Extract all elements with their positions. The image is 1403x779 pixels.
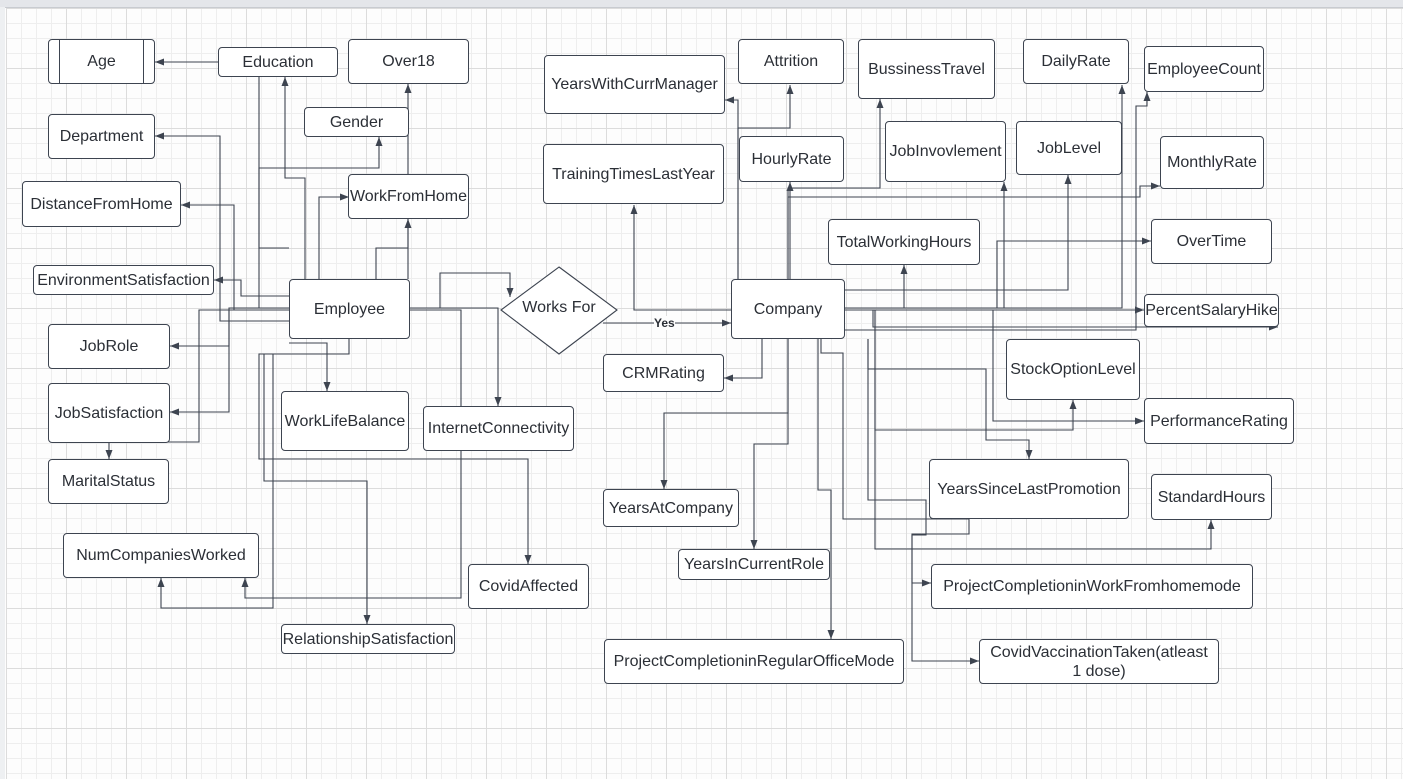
attr-work-life-balance[interactable]: WorkLifeBalance	[281, 391, 409, 451]
attr-percent-salary-hike[interactable]: PercentSalaryHike	[1144, 294, 1279, 327]
works-for-diamond	[500, 266, 618, 355]
edge-performance	[845, 309, 1144, 425]
attr-over18[interactable]: Over18	[348, 39, 469, 84]
edge-wfh-b	[375, 219, 412, 279]
attr-years-at-company[interactable]: YearsAtCompany	[603, 489, 739, 527]
edge-relationship	[263, 339, 371, 624]
entity-employee[interactable]: Employee	[289, 279, 410, 339]
edge-covid-vaccine	[867, 339, 979, 665]
edge-crm	[724, 339, 763, 382]
edge-education	[281, 77, 306, 279]
edge-years-promotion	[867, 339, 1033, 459]
attr-job-role[interactable]: JobRole	[48, 324, 170, 369]
works-for-label: Works For	[522, 299, 596, 316]
edge-worklife	[289, 342, 331, 391]
attr-years-since-last-promotion[interactable]: YearsSinceLastPromotion	[929, 459, 1129, 519]
edge-employee-count	[845, 92, 1151, 331]
edge-job-level	[845, 175, 1072, 291]
attr-job-satisfaction[interactable]: JobSatisfaction	[48, 383, 170, 443]
attr-over-time[interactable]: OverTime	[1151, 219, 1272, 264]
edge-standard-hours	[845, 309, 1215, 550]
attr-training-times-last-year[interactable]: TrainingTimesLastYear	[543, 144, 724, 204]
attr-job-level[interactable]: JobLevel	[1016, 121, 1122, 175]
edge-covid	[258, 353, 532, 564]
edge-department	[155, 132, 289, 322]
edge-numcompanies-b	[241, 309, 462, 599]
attr-department[interactable]: Department	[48, 114, 155, 159]
edge-overtime	[845, 237, 1151, 309]
attr-stock-option-level[interactable]: StockOptionLevel	[1006, 339, 1140, 400]
attr-project-completion-wfh[interactable]: ProjectCompletioninWorkFromhomemode	[931, 564, 1253, 609]
attr-job-involvement[interactable]: JobInvovlement	[885, 121, 1006, 182]
edge-total-working	[845, 265, 908, 309]
attr-covid-affected[interactable]: CovidAffected	[468, 564, 589, 609]
attr-gender[interactable]: Gender	[304, 107, 409, 137]
attr-work-from-home[interactable]: WorkFromHome	[348, 174, 469, 219]
attr-relationship-satisfaction[interactable]: RelationshipSatisfaction	[281, 624, 455, 654]
attr-num-companies-worked[interactable]: NumCompaniesWorked	[63, 533, 259, 578]
attr-total-working-hours[interactable]: TotalWorkingHours	[828, 219, 980, 265]
attr-hourly-rate[interactable]: HourlyRate	[739, 136, 844, 182]
entity-company[interactable]: Company	[731, 279, 845, 339]
edge-employee-worksfor	[410, 272, 514, 309]
edge-environment	[214, 276, 289, 297]
canvas-left-edge	[0, 7, 5, 779]
edge-salary-hike-b	[872, 310, 1278, 331]
attr-employee-count[interactable]: EmployeeCount	[1144, 46, 1264, 92]
edge-project-office	[817, 339, 835, 639]
attr-project-completion-office[interactable]: ProjectCompletioninRegularOfficeMode	[604, 639, 904, 684]
attr-distance-from-home[interactable]: DistanceFromHome	[22, 181, 181, 227]
attr-crm-rating[interactable]: CRMRating	[603, 354, 724, 392]
edge-years-curr-manager	[725, 96, 739, 279]
attr-attrition[interactable]: Attrition	[738, 39, 844, 84]
edge-internet	[410, 307, 502, 406]
edge-attrition	[737, 85, 794, 279]
attr-age[interactable]: Age	[48, 39, 155, 84]
edge-wfh-a	[318, 193, 349, 279]
edge-years-current-role	[750, 339, 789, 549]
edge-marital	[105, 309, 289, 459]
attr-years-in-current-role[interactable]: YearsInCurrentRole	[678, 549, 830, 580]
attr-environment-satisfaction[interactable]: EnvironmentSatisfaction	[33, 265, 214, 295]
attr-performance-rating[interactable]: PerformanceRating	[1144, 398, 1294, 444]
attr-years-with-curr-manager[interactable]: YearsWithCurrManager	[544, 55, 725, 114]
attr-covid-vaccination[interactable]: CovidVaccinationTaken(atleast 1 dose)	[979, 639, 1219, 684]
attr-daily-rate[interactable]: DailyRate	[1023, 39, 1129, 84]
edge-monthly-rate	[787, 182, 1160, 279]
attr-business-travel[interactable]: BussinessTravel	[858, 39, 995, 99]
attr-internet-connectivity[interactable]: InternetConnectivity	[423, 406, 574, 451]
attr-marital-status[interactable]: MaritalStatus	[48, 459, 169, 504]
edge-gender	[258, 137, 383, 249]
canvas-top-edge	[0, 0, 1403, 8]
attr-monthly-rate[interactable]: MonthlyRate	[1160, 136, 1264, 189]
attr-standard-hours[interactable]: StandardHours	[1151, 474, 1272, 520]
edge-jobsatisfaction	[170, 309, 289, 416]
edge-yes-label: Yes	[654, 316, 675, 330]
edge-training	[630, 205, 731, 311]
attr-education[interactable]: Education	[218, 47, 338, 77]
